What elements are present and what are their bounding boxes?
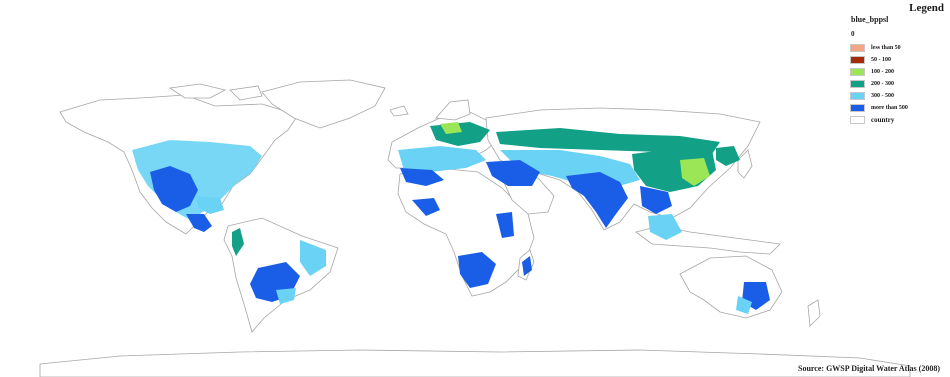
scandinavia-iceland: [389, 99, 471, 121]
region-madagascar: [522, 256, 532, 276]
legend-item-label: country: [871, 116, 895, 124]
region-north-america-dark: [150, 166, 198, 212]
region-south-america-coast: [232, 228, 244, 256]
legend-items: less than 50 50 - 100 100 - 200 200 - 30…: [840, 42, 948, 126]
region-mexico-light: [196, 196, 224, 214]
legend-item-label: 200 - 300: [871, 81, 894, 87]
legend-field-name: blue_bppsl: [851, 15, 889, 24]
source-credit: Source: GWSP Digital Water Atlas (2008): [798, 364, 940, 373]
legend: Legend blue_bppsl 0 less than 50 50 - 10…: [840, 2, 948, 126]
region-west-africa: [412, 198, 440, 216]
legend-item-label: more than 500: [871, 105, 908, 111]
legend-item-label: less than 50: [871, 45, 901, 51]
legend-item: 100 - 200: [850, 66, 948, 78]
region-southeast-asia: [648, 214, 682, 240]
legend-item-label: 300 - 500: [871, 93, 894, 99]
legend-item-label: 100 - 200: [871, 69, 894, 75]
region-south-america-east: [300, 240, 326, 276]
japan: [737, 149, 753, 179]
region-europe-lightgreen: [440, 122, 462, 134]
legend-item: 300 - 500: [850, 90, 948, 102]
region-europe-light: [398, 146, 486, 172]
legend-item-label: 50 - 100: [871, 57, 891, 63]
region-australia-light: [736, 296, 752, 314]
region-mediterranean: [400, 168, 444, 186]
stress-regions: [132, 122, 770, 314]
greenland: [261, 79, 386, 129]
arctic-islands: [168, 83, 263, 101]
legend-swatch: [850, 80, 865, 88]
arabia: [501, 177, 555, 215]
legend-title: Legend: [909, 2, 944, 14]
region-central-america: [186, 214, 212, 232]
legend-swatch: [850, 104, 865, 112]
region-south-america-south-light: [276, 288, 296, 304]
legend-swatch: [850, 92, 865, 100]
legend-swatch: [850, 68, 865, 76]
legend-value-label: 0: [851, 30, 855, 38]
legend-swatch: [850, 116, 865, 124]
legend-item: 50 - 100: [850, 54, 948, 66]
region-russia-green: [496, 128, 720, 154]
region-east-africa: [496, 212, 514, 238]
antarctica: [39, 349, 911, 377]
region-southern-africa: [458, 252, 496, 288]
legend-item: less than 50: [850, 42, 948, 54]
new-zealand: [807, 299, 821, 327]
legend-item: more than 500: [850, 102, 948, 114]
region-china-blue: [640, 186, 672, 214]
region-india: [566, 172, 628, 228]
region-korea-japan: [716, 146, 740, 166]
region-china-lightgreen: [680, 158, 710, 186]
legend-item: 200 - 300: [850, 78, 948, 90]
legend-item: country: [850, 114, 948, 126]
legend-swatch: [850, 44, 865, 52]
legend-swatch: [850, 56, 865, 64]
region-middle-east: [486, 160, 540, 186]
